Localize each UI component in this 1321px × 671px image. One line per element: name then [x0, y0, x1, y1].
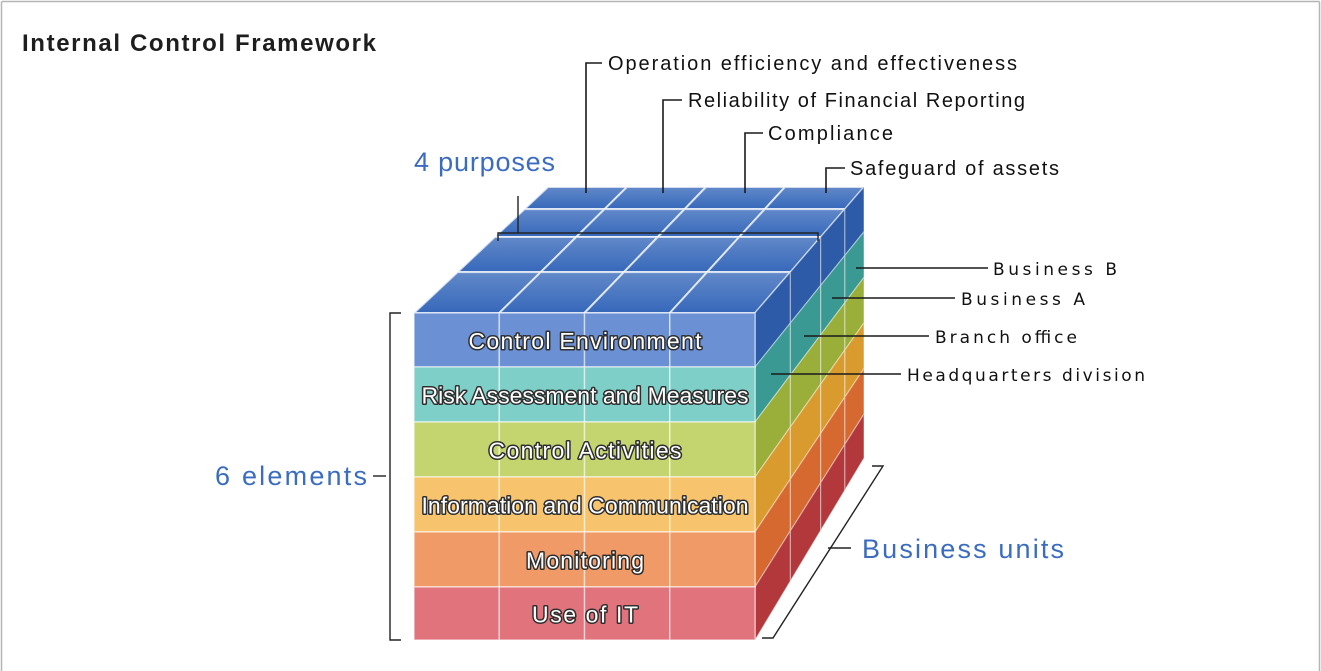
business-unit-business-b: Business B: [993, 260, 1117, 280]
front-face-cell: [413, 312, 501, 368]
top-face-cell-sheen: [524, 187, 627, 210]
business-unit-business-a: Business A: [961, 290, 1085, 310]
top-face-cell-sheen: [576, 209, 685, 237]
top-face-cell-sheen: [624, 237, 740, 273]
top-face-cell-sheen: [604, 187, 706, 210]
purpose-callouts: Operation efficiency and effectiveness R…: [585, 53, 1059, 193]
leader-line-operation-efficiency: [585, 62, 602, 193]
front-face-cell: [583, 366, 671, 423]
business-units-group: Business units: [762, 465, 1064, 639]
purpose-safeguard-assets: Safeguard of assets: [850, 158, 1059, 180]
elements-bracket: [389, 312, 401, 641]
front-face-cell: [669, 476, 756, 533]
business-units-group-label: Business units: [862, 534, 1064, 564]
purposes-group-label: 4 purposes: [414, 147, 555, 177]
framework-cube: [413, 186, 865, 641]
top-face-cell-sheen: [457, 237, 577, 273]
business-unit-branch-office: Branch office: [935, 328, 1077, 348]
element-labels: Control Environment Risk Assessment and …: [420, 327, 750, 630]
top-face-cell-sheen: [499, 272, 624, 313]
front-face-cell: [669, 531, 756, 588]
element-label-control-environment: Control Environment: [469, 328, 703, 354]
elements-group: 6 elements: [215, 312, 401, 641]
front-face-cell: [413, 586, 501, 641]
top-face-cell-sheen: [540, 237, 658, 273]
purposes-bracket: [497, 232, 819, 241]
cube-top-face: [413, 186, 865, 314]
elements-group-label: 6 elements: [215, 461, 367, 491]
purpose-compliance: Compliance: [768, 123, 893, 145]
top-face-cell-sheen: [584, 272, 708, 313]
element-label-use-of-it: Use of IT: [532, 602, 638, 628]
leader-line-financial-reporting: [662, 99, 682, 193]
element-label-monitoring: Monitoring: [526, 548, 644, 574]
top-face-cell-sheen: [764, 187, 864, 210]
front-face-cell: [498, 312, 586, 368]
front-face-cell: [413, 531, 501, 588]
top-face-cell-sheen: [494, 209, 605, 237]
top-face-cell-sheen: [739, 209, 845, 237]
top-face-cell-sheen: [684, 187, 785, 210]
front-face-cell: [583, 421, 671, 478]
cube-front-face: [413, 312, 756, 641]
top-face-cell-sheen: [657, 209, 765, 237]
top-face-cell-sheen: [669, 272, 791, 313]
purpose-financial-reporting: Reliability of Financial Reporting: [688, 90, 1025, 112]
front-face-cell: [583, 586, 671, 641]
front-face-cell: [583, 476, 671, 533]
purposes-group: 4 purposes: [414, 147, 819, 241]
right-face-cell: [844, 413, 865, 491]
element-label-control-activities: Control Activities: [489, 438, 682, 464]
top-face-cell-sheen: [707, 237, 821, 273]
element-label-risk-assessment: Risk Assessment and Measures: [422, 383, 749, 409]
front-face-cell: [669, 586, 756, 641]
front-face-cell: [498, 421, 586, 478]
cube-right-face: [754, 186, 865, 641]
leader-line-safeguard-assets: [825, 167, 845, 193]
leader-line-compliance: [744, 132, 763, 193]
business-units-bracket: [762, 465, 885, 639]
diagram-title: Internal Control Framework: [22, 30, 377, 57]
business-unit-headquarters: Headquarters division: [907, 366, 1145, 386]
purpose-operation-efficiency: Operation efficiency and effectiveness: [608, 53, 1017, 75]
front-face-cell: [413, 476, 501, 533]
front-face-cell: [413, 421, 501, 478]
front-face-cell: [669, 421, 756, 478]
element-label-information-communication: Information and Communication: [422, 493, 749, 519]
front-face-cell: [669, 366, 756, 423]
